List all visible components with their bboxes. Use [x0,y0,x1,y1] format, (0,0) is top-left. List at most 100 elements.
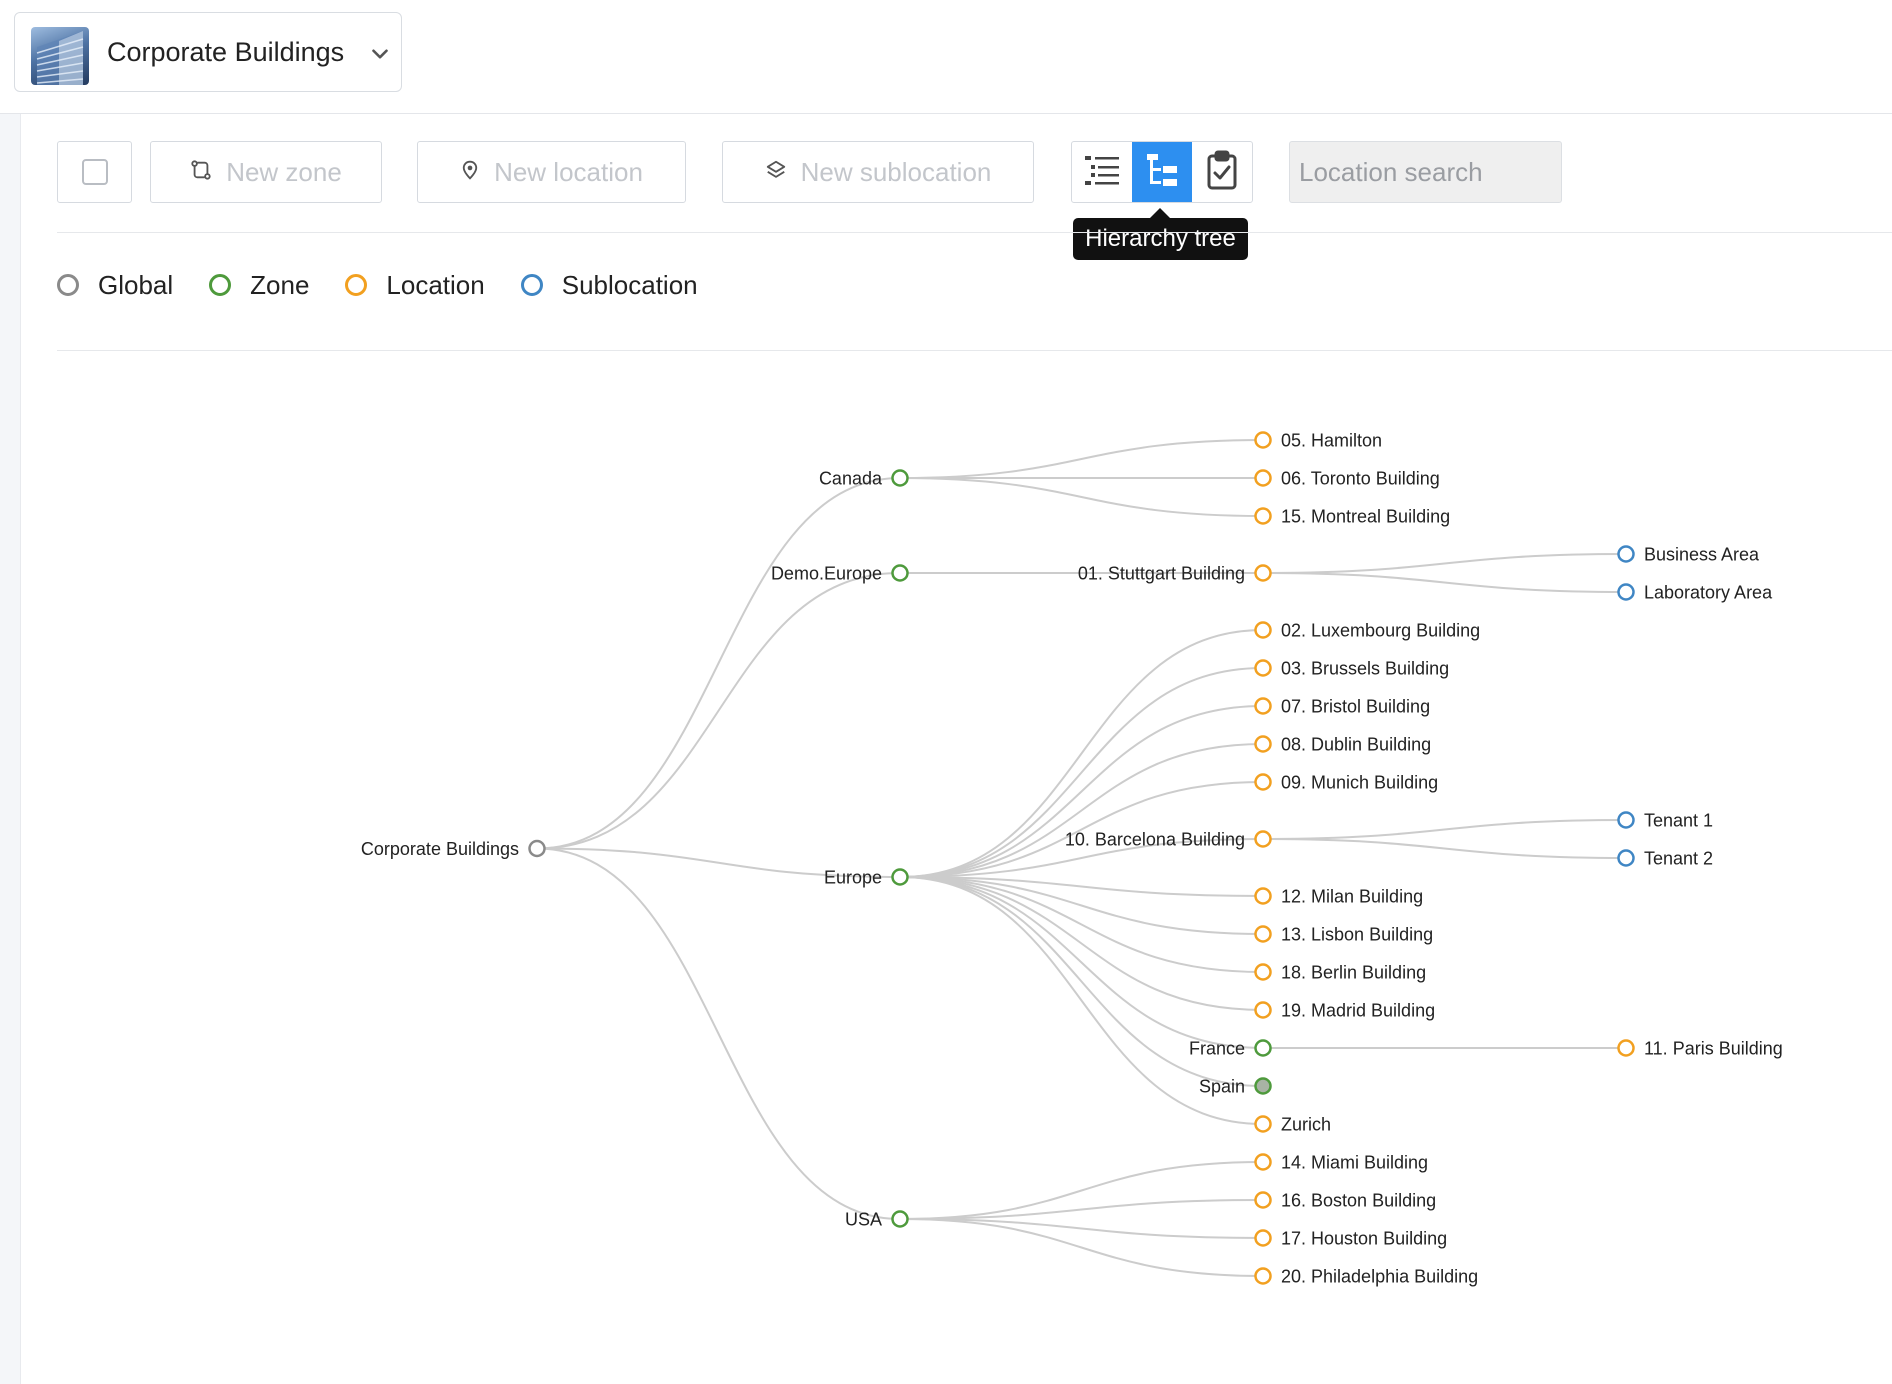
location-node-circle-icon[interactable] [1254,431,1272,449]
hierarchy-tree-view-button[interactable] [1132,142,1192,202]
tree-node-10-barcelona-building[interactable]: 10. Barcelona Building [1065,830,1272,850]
tree-node-europe[interactable]: Europe [824,868,909,888]
layers-icon [765,157,787,188]
tree-link [899,838,1264,878]
zone-node-circle-icon[interactable] [891,1210,909,1228]
location-node-circle-icon[interactable] [1617,1039,1635,1057]
sublocation-node-circle-icon[interactable] [1617,811,1635,829]
tree-node-09-munich-building[interactable]: 09. Munich Building [1254,773,1439,793]
tree-link [899,876,1264,897]
checkbox-square [81,159,108,185]
tree-node-usa[interactable]: USA [845,1210,909,1230]
tree-node-tenant-2[interactable]: Tenant 2 [1617,849,1714,869]
tree-node-canada[interactable]: Canada [819,469,909,489]
location-node-circle-icon[interactable] [1254,830,1272,848]
location-node-circle-icon[interactable] [1254,1267,1272,1285]
legend-circle-icon [520,274,543,296]
tree-node-tenant-1[interactable]: Tenant 1 [1617,811,1714,831]
location-node-circle-icon[interactable] [1254,507,1272,525]
tree-link [899,1199,1264,1220]
tree-node-laboratory-area[interactable]: Laboratory Area [1617,583,1774,603]
zone-node-circle-icon[interactable] [891,868,909,886]
zone-node-circle-icon[interactable] [1254,1039,1272,1057]
tree-node-13-lisbon-building[interactable]: 13. Lisbon Building [1254,925,1434,945]
tree-node-05-hamilton[interactable]: 05. Hamilton [1254,431,1383,451]
tree-node-france[interactable]: France [1189,1039,1272,1059]
new-zone-button[interactable]: New zone [150,141,382,203]
legend-circle-icon [57,274,79,296]
tree-node-01-stuttgart-building[interactable]: 01. Stuttgart Building [1078,564,1272,584]
location-node-circle-icon[interactable] [1254,697,1272,715]
tree-node-16-boston-building[interactable]: 16. Boston Building [1254,1191,1437,1211]
tree-node-spain[interactable]: Spain [1199,1077,1272,1097]
tree-node-07-bristol-building[interactable]: 07. Bristol Building [1254,697,1431,717]
tree-node-label: USA [845,1210,882,1230]
location-node-circle-icon[interactable] [1254,659,1272,677]
location-node-circle-icon[interactable] [1254,621,1272,639]
tree-node-demo-europe[interactable]: Demo.Europe [771,564,909,584]
tree-node-14-miami-building[interactable]: 14. Miami Building [1254,1153,1429,1173]
new-location-button[interactable]: New location [417,141,686,203]
legend-circle-icon [345,274,368,296]
location-node-circle-icon[interactable] [1254,1191,1272,1209]
location-node-circle-icon[interactable] [1254,1229,1272,1247]
tree-node-corporate-buildings[interactable]: Corporate Buildings [361,839,546,859]
select-all-checkbox[interactable] [57,141,132,203]
sublocation-node-circle-icon[interactable] [1617,849,1635,867]
tree-node-label: Tenant 1 [1644,811,1713,831]
tree-link [899,1161,1264,1220]
organization-selector[interactable]: Corporate Buildings [14,12,402,92]
tree-node-business-area[interactable]: Business Area [1617,545,1761,565]
tree-node-11-paris-building[interactable]: 11. Paris Building [1617,1039,1783,1059]
legend-label: Sublocation [561,269,698,300]
tree-node-label: 16. Boston Building [1281,1191,1436,1211]
sublocation-node-circle-icon[interactable] [1617,583,1635,601]
zone-node-circle-icon[interactable] [891,564,909,582]
location-node-circle-icon[interactable] [1254,1153,1272,1171]
tree-link [1262,838,1627,859]
global-node-circle-icon[interactable] [528,839,546,858]
legend-label: Zone [250,269,310,300]
organization-name: Corporate Buildings [107,37,345,67]
view-mode-switcher [1071,141,1253,203]
new-sublocation-button[interactable]: New sublocation [722,141,1034,203]
location-node-circle-icon[interactable] [1254,1115,1272,1133]
tree-node-label: 20. Philadelphia Building [1281,1267,1478,1287]
list-icon [1084,153,1120,192]
location-node-circle-icon[interactable] [1254,1001,1272,1019]
tree-node-12-milan-building[interactable]: 12. Milan Building [1254,887,1424,907]
sublocation-node-circle-icon[interactable] [1617,545,1635,563]
tree-node-label: Business Area [1644,545,1760,565]
tree-node-label: 08. Dublin Building [1281,735,1431,755]
tree-link [899,1218,1264,1277]
tree-node-zurich[interactable]: Zurich [1254,1115,1332,1135]
location-node-circle-icon[interactable] [1254,773,1272,791]
location-node-circle-icon[interactable] [1254,564,1272,582]
tree-node-15-montreal-building[interactable]: 15. Montreal Building [1254,507,1451,527]
tree-link [899,477,1264,517]
location-search-input[interactable] [1289,141,1562,203]
tree-node-02-luxembourg-building[interactable]: 02. Luxembourg Building [1254,621,1481,641]
list-view-button[interactable] [1072,142,1132,202]
tooltip-arrow [1150,208,1170,218]
tree-link [899,705,1264,878]
zone-node-circle-icon[interactable] [1254,1077,1272,1095]
left-sidebar-strip [0,114,21,1384]
tree-link [536,847,901,878]
tree-node-20-philadelphia-building[interactable]: 20. Philadelphia Building [1254,1267,1479,1287]
tree-node-19-madrid-building[interactable]: 19. Madrid Building [1254,1001,1436,1021]
tree-node-08-dublin-building[interactable]: 08. Dublin Building [1254,735,1432,755]
location-node-circle-icon[interactable] [1254,469,1272,487]
location-node-circle-icon[interactable] [1254,887,1272,905]
location-node-circle-icon[interactable] [1254,925,1272,943]
checklist-view-button[interactable] [1192,142,1252,202]
zone-node-circle-icon[interactable] [891,469,909,487]
location-node-circle-icon[interactable] [1254,735,1272,753]
tree-node-06-toronto-building[interactable]: 06. Toronto Building [1254,469,1440,489]
location-node-circle-icon[interactable] [1254,963,1272,981]
tree-link [1262,572,1627,593]
tree-node-17-houston-building[interactable]: 17. Houston Building [1254,1229,1448,1249]
tree-node-03-brussels-building[interactable]: 03. Brussels Building [1254,659,1450,679]
tree-node-label: 11. Paris Building [1644,1039,1783,1059]
tree-node-18-berlin-building[interactable]: 18. Berlin Building [1254,963,1427,983]
